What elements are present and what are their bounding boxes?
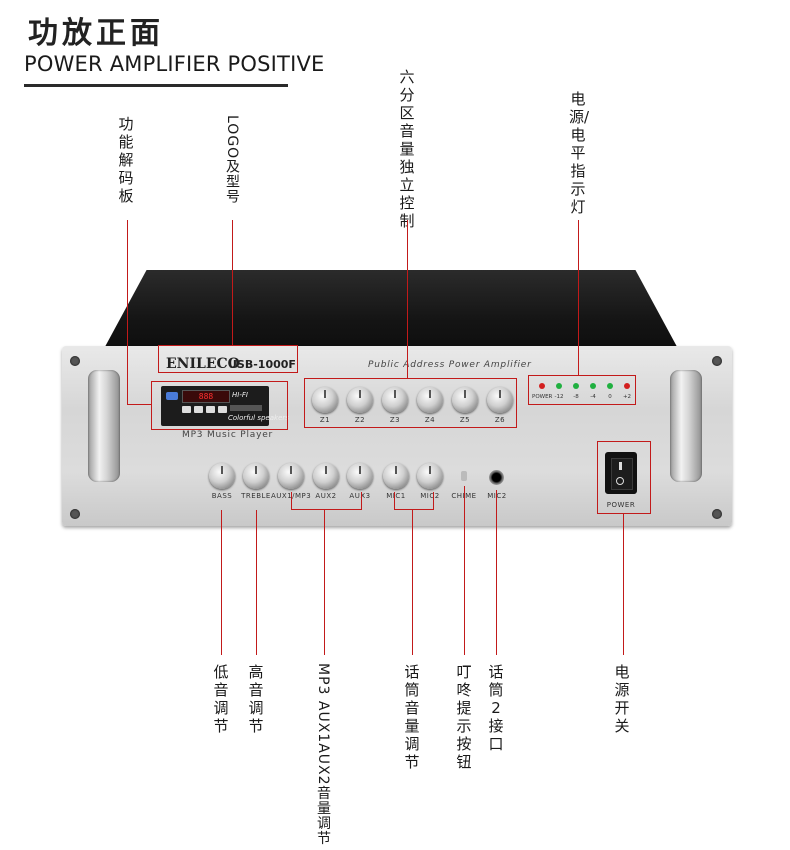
callout-bracket-mic xyxy=(394,492,434,510)
callout-box-power-switch xyxy=(597,441,651,514)
mic2-knob[interactable] xyxy=(417,463,443,489)
callout-power-switch-label: 电源开关 xyxy=(614,663,630,735)
led-level xyxy=(590,383,596,389)
callout-box-indicator xyxy=(528,375,636,405)
callout-line-indicator xyxy=(578,220,580,376)
callout-line-bass xyxy=(221,510,223,655)
title-underline xyxy=(24,84,288,87)
callout-mic-volume-label: 话筒音量调节 xyxy=(404,663,420,771)
zone-knob-5[interactable] xyxy=(452,387,478,413)
callout-bass-label: 低音调节 xyxy=(213,663,229,735)
chime-button[interactable] xyxy=(461,471,467,481)
zone-knob-label: Z6 xyxy=(494,416,506,424)
brand-logo: ENILECO xyxy=(166,356,240,372)
zone-knob-2[interactable] xyxy=(347,387,373,413)
callout-zone-label: 六分区音量独立控制 xyxy=(399,68,415,230)
callout-line-logo xyxy=(232,220,234,345)
callout-line-decoder xyxy=(127,220,129,405)
led-label: POWER xyxy=(532,394,553,400)
module-badge: HI-FI xyxy=(232,391,248,399)
led-label: -8 xyxy=(573,394,579,400)
callout-chime-label: 叮咚提示按钮 xyxy=(456,663,472,771)
zone-knob-label: Z3 xyxy=(389,416,401,424)
knob-label: MIC1 xyxy=(386,492,406,500)
callout-box-decoder xyxy=(151,381,288,430)
module-button[interactable] xyxy=(206,406,215,413)
amplifier-chassis-top xyxy=(100,270,682,356)
led-label: -4 xyxy=(590,394,596,400)
led-display: 888 xyxy=(182,390,230,403)
knob-label: AUX1/MP3 xyxy=(271,492,312,500)
callout-treble-label: 高音调节 xyxy=(248,663,264,735)
rack-mount-hole xyxy=(70,356,80,366)
led-label: -12 xyxy=(554,394,564,400)
callout-decoder-label: 功能解码板 xyxy=(118,115,134,205)
switch-on-mark xyxy=(619,462,622,470)
mp3-label: MP3 Music Player xyxy=(182,430,274,440)
bass-knob[interactable] xyxy=(209,463,235,489)
zone-knob-4[interactable] xyxy=(417,387,443,413)
callout-logo-label: LOGO及型号 xyxy=(224,115,240,205)
callout-line-zone xyxy=(407,220,409,378)
module-caption: Colorful speakers xyxy=(228,414,289,422)
led-peak xyxy=(624,383,630,389)
knob-label: AUX2 xyxy=(315,492,337,500)
switch-off-mark xyxy=(616,477,624,485)
amplifier-front-panel xyxy=(62,346,732,526)
bluetooth-icon xyxy=(166,392,178,400)
page-subtitle: POWER AMPLIFIER POSITIVE xyxy=(24,52,325,76)
callout-box-zone xyxy=(304,378,517,428)
chime-label: CHIME xyxy=(444,492,484,500)
zone-knob-label: Z5 xyxy=(459,416,471,424)
module-button[interactable] xyxy=(182,406,191,413)
treble-knob[interactable] xyxy=(243,463,269,489)
callout-line-mic2 xyxy=(496,490,498,655)
mic2-jack[interactable] xyxy=(489,470,504,485)
callout-line-decoder xyxy=(127,404,152,406)
aux1-mp3-knob[interactable] xyxy=(278,463,304,489)
led-level xyxy=(573,383,579,389)
usb-sd-slot[interactable] xyxy=(230,405,262,411)
callout-aux-label: MP3 AUX1AUX2音量调节 xyxy=(315,663,331,846)
zone-knob-label: Z2 xyxy=(354,416,366,424)
led-level xyxy=(556,383,562,389)
panel-caption: Public Address Power Amplifier xyxy=(368,360,532,370)
rack-mount-hole xyxy=(712,356,722,366)
rack-handle-right xyxy=(670,370,702,482)
zone-knob-label: Z4 xyxy=(424,416,436,424)
knob-label: BASS xyxy=(211,492,233,500)
led-power xyxy=(539,383,545,389)
led-label: +2 xyxy=(622,394,632,400)
aux3-knob[interactable] xyxy=(347,463,373,489)
callout-indicator-label: 电源/电平指示灯 xyxy=(569,90,590,216)
callout-line-chime xyxy=(464,486,466,655)
knob-label: AUX3 xyxy=(349,492,371,500)
zone-knob-6[interactable] xyxy=(487,387,513,413)
callout-line-mic xyxy=(412,510,414,655)
power-label: POWER xyxy=(606,501,636,509)
page-title: 功放正面 xyxy=(28,16,164,51)
led-level xyxy=(607,383,613,389)
knob-label: MIC2 xyxy=(420,492,440,500)
model-number: USB-1000F xyxy=(228,358,296,371)
mic1-knob[interactable] xyxy=(383,463,409,489)
module-button[interactable] xyxy=(194,406,203,413)
callout-line-power-switch xyxy=(623,514,625,655)
aux2-knob[interactable] xyxy=(313,463,339,489)
callout-line-treble xyxy=(256,510,258,655)
callout-box-logo xyxy=(158,345,298,373)
led-label: 0 xyxy=(608,394,612,400)
knob-label: TREBLE xyxy=(241,492,271,500)
zone-knob-3[interactable] xyxy=(382,387,408,413)
module-button[interactable] xyxy=(218,406,227,413)
callout-bracket-aux xyxy=(291,492,362,510)
rack-mount-hole xyxy=(70,509,80,519)
rack-mount-hole xyxy=(712,509,722,519)
callout-mic2-label: 话筒2接口 xyxy=(488,663,504,753)
rack-handle-left xyxy=(88,370,120,482)
zone-knob-label: Z1 xyxy=(319,416,331,424)
callout-line-aux xyxy=(324,510,326,655)
zone-knob-1[interactable] xyxy=(312,387,338,413)
